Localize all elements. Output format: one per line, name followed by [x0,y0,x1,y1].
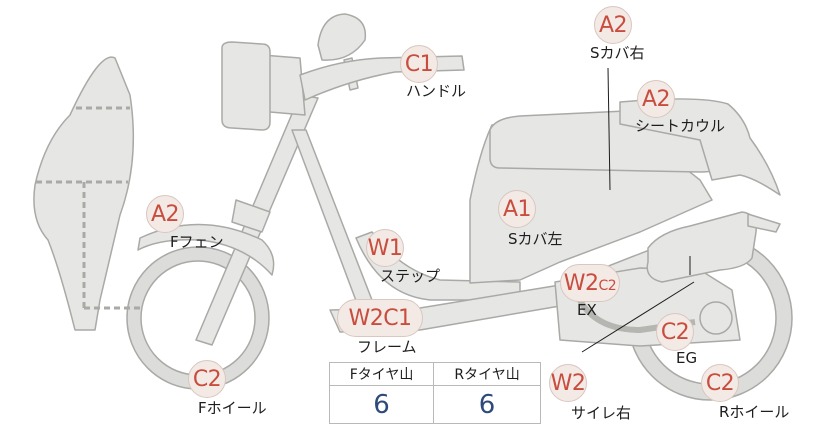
front-fender [137,223,275,276]
handlebar [299,55,465,101]
muffler [646,211,757,283]
leader-line-muffler [581,281,695,353]
rear-tread-value: 6 [433,385,541,424]
front-tread-header: Fタイヤ山 [328,361,435,387]
rear-cowl [619,98,781,196]
headlight-body [221,41,271,131]
front-tread-value: 6 [328,385,435,424]
rear-tread-header: Rタイヤ山 [433,361,541,387]
main-frame [291,129,373,307]
tire-tread-table: Fタイヤ山 Rタイヤ山 6 6 [328,361,541,424]
mirror [317,13,367,61]
leader-line-s-cover-right [607,67,611,191]
